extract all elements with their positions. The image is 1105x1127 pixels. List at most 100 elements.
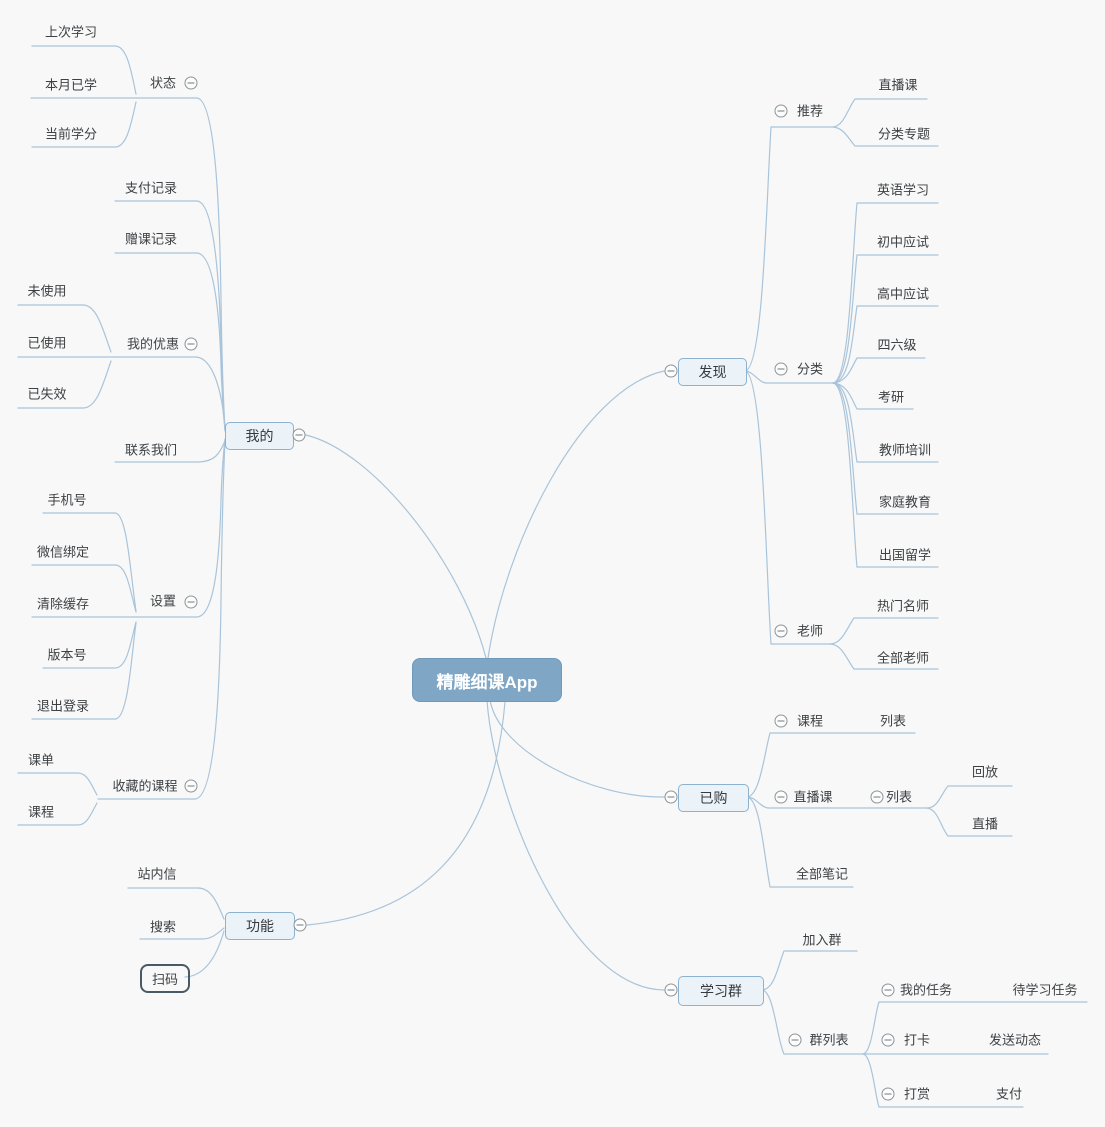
node-saoma[interactable]: 扫码 [140,964,190,993]
node-weishiyong[interactable]: 未使用 [27,283,67,299]
node-wode-youhui[interactable]: 我的优惠 [126,336,180,352]
collapse-icon-daka[interactable] [881,1033,895,1047]
edge [31,101,137,148]
node-laoshi[interactable]: 老师 [796,623,824,639]
collapse-icon-renwu[interactable] [881,983,895,997]
node-weixin-bangding[interactable]: 微信绑定 [36,544,90,560]
node-zengke-jilu[interactable]: 赠课记录 [124,231,178,247]
node-qunliebiao[interactable]: 群列表 [809,1032,849,1048]
edge [31,564,137,613]
collapse-icon-yigou[interactable] [664,790,678,804]
topic-yigou[interactable]: 已购 [678,784,749,812]
node-dashang[interactable]: 打赏 [903,1086,931,1102]
node-zhiboke-yigou[interactable]: 直播课 [793,789,833,805]
node-tuijian[interactable]: 推荐 [796,103,824,119]
edge [832,202,939,384]
node-benyue-yixue[interactable]: 本月已学 [44,77,98,93]
node-shangci-xuexi[interactable]: 上次学习 [44,24,98,40]
collapse-icon-liebiao-zhiboke[interactable] [870,790,884,804]
node-quanbu-biji[interactable]: 全部笔记 [795,866,849,882]
node-kaoyan[interactable]: 考研 [877,389,905,405]
edge [829,617,939,645]
collapse-icon-gongneng[interactable] [293,918,307,932]
node-zhifu-pay[interactable]: 支付 [995,1086,1023,1102]
node-huifang[interactable]: 回放 [971,764,999,780]
node-liebiao-kecheng[interactable]: 列表 [879,713,907,729]
edge [305,434,487,659]
edge [114,440,226,463]
edge [832,126,939,147]
node-zhifu-jilu[interactable]: 支付记录 [124,180,178,196]
topic-xuexiqun[interactable]: 学习群 [678,976,764,1006]
edge [862,1001,1088,1055]
node-daka[interactable]: 打卡 [903,1032,931,1048]
edge [136,97,226,430]
node-banbenhao[interactable]: 版本号 [47,647,87,663]
node-wode-renwu[interactable]: 我的任务 [899,982,953,998]
node-zhanneixin[interactable]: 站内信 [137,866,177,882]
collapse-icon-wode[interactable] [292,428,306,442]
node-dai-xuexi-renwu[interactable]: 待学习任务 [1012,982,1078,998]
collapse-icon-shoucang[interactable] [184,779,198,793]
node-fasong-dongtai[interactable]: 发送动态 [988,1032,1042,1048]
node-gaozhong-yingshi[interactable]: 高中应试 [876,286,930,302]
node-kecheng-fav[interactable]: 课程 [27,804,55,820]
collapse-icon-shezhi[interactable] [184,595,198,609]
collapse-icon-laoshi[interactable] [774,624,788,638]
collapse-icon-xuexiqun[interactable] [664,983,678,997]
collapse-icon-youhui[interactable] [184,337,198,351]
node-shoujihao[interactable]: 手机号 [47,492,87,508]
edge [42,621,137,669]
node-kedan[interactable]: 课单 [27,752,55,768]
node-zhuangtai[interactable]: 状态 [149,75,177,91]
node-yishixiao[interactable]: 已失效 [27,386,67,402]
topic-gongneng[interactable]: 功能 [225,912,295,940]
edge [112,356,226,432]
edge [832,382,939,515]
collapse-icon-fenlei[interactable] [774,362,788,376]
collapse-icon-zhuangtai[interactable] [184,76,198,90]
edge [139,927,225,940]
node-dangqian-xuefen[interactable]: 当前学分 [44,126,98,142]
node-fenlei-zhuanti[interactable]: 分类专题 [877,126,931,142]
node-jiarun-qun[interactable]: 加入群 [802,932,842,948]
edge [31,45,137,95]
node-kecheng-yigou[interactable]: 课程 [796,713,824,729]
edge [17,802,98,826]
node-jiating-jiaoyu[interactable]: 家庭教育 [878,494,932,510]
collapse-icon-dashang[interactable] [881,1087,895,1101]
topic-wode[interactable]: 我的 [225,422,294,450]
node-jiaoshi-peixun[interactable]: 教师培训 [878,442,932,458]
node-lianxi-women[interactable]: 联系我们 [124,442,178,458]
root-topic[interactable]: 精雕细课App [412,658,562,702]
edge [17,304,112,353]
edge [744,370,834,384]
node-quanbu-laoshi[interactable]: 全部老师 [876,650,930,666]
collapse-icon-qunliebiao[interactable] [788,1033,802,1047]
collapse-icon-faxian[interactable] [664,364,678,378]
node-yishiyong[interactable]: 已使用 [27,335,67,351]
edge [832,382,939,463]
edge [832,382,939,568]
node-qingchu-huancun[interactable]: 清除缓存 [36,596,90,612]
collapse-icon-zhiboke-yigou[interactable] [774,790,788,804]
edge [746,732,916,798]
node-yingyu-xuexi[interactable]: 英语学习 [876,182,930,198]
edge [127,887,225,920]
node-chuguo-liuxue[interactable]: 出国留学 [878,547,932,563]
node-liebiao-zhiboke[interactable]: 列表 [885,789,913,805]
node-chuzhong-yingshi[interactable]: 初中应试 [876,234,930,250]
collapse-icon-kecheng-yigou[interactable] [774,714,788,728]
node-zhibo[interactable]: 直播 [971,816,999,832]
node-fenlei[interactable]: 分类 [796,361,824,377]
node-shezhi[interactable]: 设置 [149,593,177,609]
node-zhiboke-tuijian[interactable]: 直播课 [878,77,918,93]
topic-faxian[interactable]: 发现 [678,358,747,386]
node-remen-mingshi[interactable]: 热门名师 [876,598,930,614]
node-tuichu-denglu[interactable]: 退出登录 [36,698,90,714]
node-shoucang-kecheng[interactable]: 收藏的课程 [112,778,178,794]
node-sousuo[interactable]: 搜索 [149,919,177,935]
collapse-icon-tuijian[interactable] [774,104,788,118]
node-siliuji[interactable]: 四六级 [877,337,917,353]
